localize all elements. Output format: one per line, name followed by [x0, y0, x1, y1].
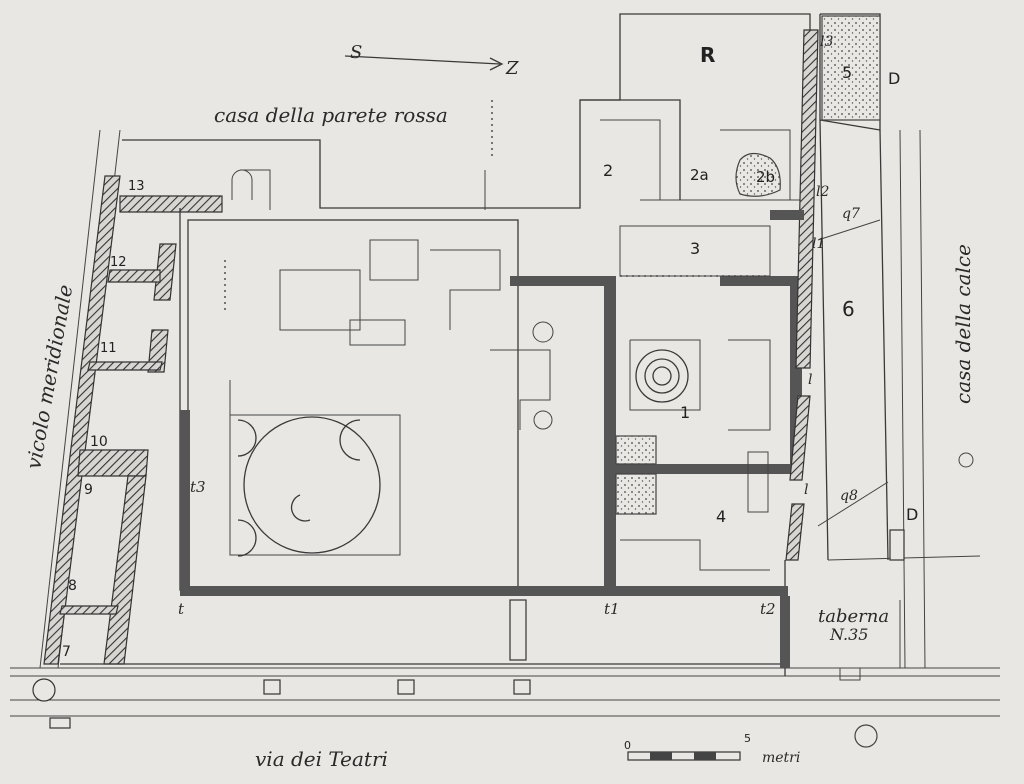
street-piers	[32, 599, 531, 729]
mark-l1: l1	[812, 236, 825, 252]
room-5: 5	[842, 63, 852, 82]
room-10: 10	[90, 434, 108, 450]
scale-unit-label: metri	[762, 750, 800, 766]
mark-q8: q8	[840, 488, 858, 504]
room-1: 1	[680, 403, 690, 422]
room-8: 8	[68, 578, 77, 594]
shop-number-label: N.35	[829, 625, 868, 644]
scale-bar	[627, 724, 878, 761]
well-circle	[629, 339, 771, 431]
room-12: 12	[110, 255, 127, 270]
mark-t1: t1	[604, 600, 620, 618]
room-2a: 2a	[690, 166, 709, 184]
north-arrow	[344, 55, 504, 71]
east-wall	[770, 29, 819, 561]
theatre-street-label: via dei Teatri	[255, 747, 388, 771]
mark-t2: t2	[760, 600, 776, 618]
room-R: R	[700, 43, 715, 67]
room-D-bottom: D	[906, 505, 918, 524]
room-6: 6	[842, 297, 855, 321]
house-red-wall-label: casa della parete rossa	[214, 103, 448, 127]
room-4: 4	[716, 507, 726, 526]
room-9: 9	[84, 482, 93, 498]
mark-t: t	[178, 600, 185, 618]
room-2: 2	[603, 161, 613, 180]
mark-t3: t3	[190, 478, 206, 496]
shop-label: taberna	[818, 606, 889, 627]
mark-l3: l3	[820, 34, 833, 50]
compass-north-label: Z	[505, 58, 519, 79]
room-3: 3	[690, 239, 700, 258]
room-2b: 2b	[756, 168, 775, 186]
west-wall	[43, 175, 223, 665]
mark-l2: l2	[816, 184, 829, 200]
mark-q7: q7	[842, 206, 860, 222]
scale-zero-label: 0	[624, 739, 631, 752]
scale-five-label: 5	[744, 732, 751, 745]
north-rooms	[484, 99, 791, 210]
room-11: 11	[100, 341, 117, 356]
mark-l-a: l	[808, 372, 812, 388]
compass-south-label: S	[350, 42, 362, 63]
room-4	[615, 435, 770, 571]
room-13: 13	[128, 179, 145, 194]
lime-house-label: casa della calce	[951, 244, 975, 404]
east-strip	[817, 13, 981, 681]
room-7: 7	[62, 644, 71, 660]
mark-l-b: l	[804, 482, 808, 498]
room-D-top: D	[888, 69, 900, 88]
